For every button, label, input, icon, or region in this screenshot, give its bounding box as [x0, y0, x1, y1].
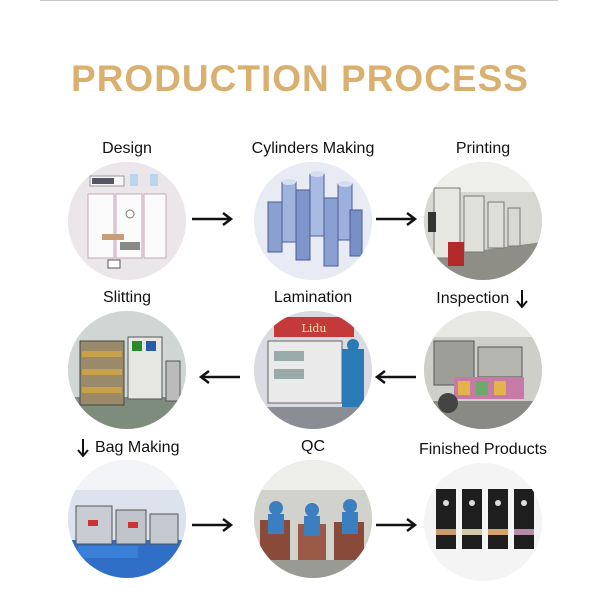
- step-label-text: Inspection: [436, 290, 510, 308]
- slitting-machine-icon: [68, 311, 186, 429]
- inspection-machine-icon: [424, 311, 542, 429]
- step-label: Finished Products: [418, 441, 548, 458]
- arrow-right-icon: [192, 212, 234, 226]
- page-title: PRODUCTION PROCESS: [71, 58, 529, 99]
- step-label: Printing: [455, 140, 511, 157]
- step-label: Inspection: [398, 289, 568, 309]
- step-label-text: Bag Making: [94, 439, 180, 457]
- lamination-machine-icon: Lidu: [254, 311, 372, 429]
- design-sheet-icon: [68, 162, 186, 280]
- arrow-down-icon: [76, 439, 89, 458]
- top-divider: [40, 0, 558, 1]
- step-label: QC: [301, 438, 325, 455]
- step-label: Bag Making: [42, 438, 212, 458]
- arrow-right-icon: [376, 212, 418, 226]
- step-label: Design: [102, 140, 152, 157]
- step-label: Slitting: [102, 289, 152, 306]
- step-label: Cylinders Making: [251, 140, 375, 157]
- arrow-right-icon: [192, 518, 234, 532]
- arrow-down-icon: [515, 290, 528, 309]
- step-label: Lamination: [273, 289, 353, 306]
- arrow-left-icon: [198, 370, 240, 384]
- svg-text:Lidu: Lidu: [302, 322, 327, 335]
- cylinders-icon: [254, 162, 372, 280]
- bag-making-icon: [68, 460, 186, 578]
- printing-machine-icon: [424, 162, 542, 280]
- coffee-bags-icon: [424, 463, 542, 581]
- arrow-right-icon: [376, 518, 418, 532]
- arrow-left-icon: [374, 370, 416, 384]
- qc-workers-icon: [254, 460, 372, 578]
